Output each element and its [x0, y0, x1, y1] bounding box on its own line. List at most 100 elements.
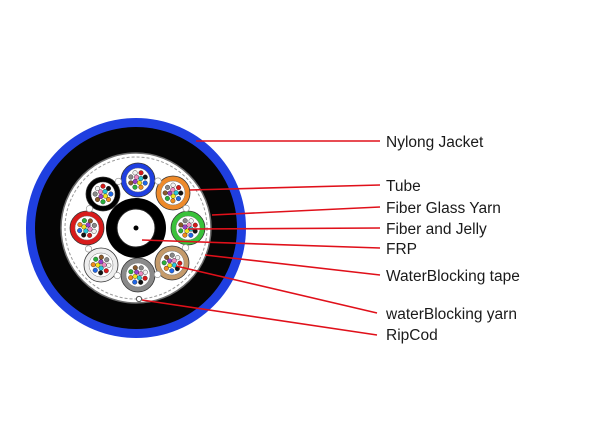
fiber [94, 197, 100, 203]
label-nylon-jacket: Nylong Jacket [386, 134, 484, 151]
fiber [87, 232, 93, 238]
fiber [167, 190, 173, 196]
fiber [103, 268, 109, 274]
fiber [90, 262, 96, 268]
waterblocking-yarn [84, 245, 93, 253]
label-tube: Tube [386, 178, 421, 195]
fiber [138, 265, 144, 271]
fiber [142, 174, 148, 180]
fiber [169, 268, 175, 274]
fiber [81, 218, 87, 224]
fiber [95, 262, 101, 268]
fiber [104, 257, 110, 263]
fiber [98, 254, 104, 260]
tube-jelly-green [175, 215, 201, 241]
fiber [101, 262, 107, 268]
fiber [142, 275, 148, 281]
tube-orange [155, 175, 191, 211]
fiber [108, 191, 114, 197]
label-waterblocking-yarn: waterBlocking yarn [385, 306, 517, 323]
fiber [87, 218, 93, 224]
leader-waterblocking-yarn [175, 265, 378, 314]
frp-center [133, 225, 139, 231]
fiber [164, 254, 170, 260]
fiber [171, 258, 177, 264]
tube-jelly-blue [125, 167, 151, 193]
fiber [98, 259, 104, 265]
fiber [169, 252, 175, 258]
tube-brown [154, 245, 190, 281]
fiber [100, 199, 106, 205]
label-fiber-and-jelly: Fiber and Jelly [386, 221, 487, 238]
fiber [98, 189, 104, 195]
fiber [87, 226, 93, 232]
fiber [182, 218, 188, 224]
fiber [138, 170, 144, 176]
fiber [91, 222, 97, 228]
fiber [92, 191, 98, 197]
fiber [134, 269, 140, 275]
fiber [176, 185, 182, 191]
fiber [182, 232, 188, 238]
fiber [98, 270, 104, 276]
tube-jelly-grey [125, 262, 151, 288]
fiber [85, 222, 91, 228]
component-labels: Nylong Jacket Tube Fiber Glass Yarn Fibe… [385, 134, 520, 344]
fiber [178, 228, 184, 234]
fiber [175, 255, 181, 261]
fiber [188, 232, 194, 238]
leader-frp [141, 239, 381, 249]
fiber [91, 228, 97, 234]
fiber [170, 182, 176, 188]
waterblocking-yarn [113, 272, 121, 280]
fiber [106, 185, 112, 191]
fiber [106, 197, 112, 203]
fiber [142, 180, 148, 186]
leader-lines [141, 140, 381, 336]
fiber [192, 222, 198, 228]
tube-green [170, 210, 206, 246]
tube-white [83, 247, 119, 283]
fiber [93, 256, 99, 262]
tube-blue [120, 162, 156, 198]
fiber [175, 196, 181, 202]
fiber [161, 260, 167, 266]
fiber [92, 267, 98, 273]
tube-red [69, 210, 105, 246]
loose-tubes [69, 162, 206, 293]
waterblocking-yarns [84, 177, 190, 280]
leader-fiber-and-jelly [187, 227, 381, 230]
fiber [106, 262, 112, 268]
waterblocking-yarn [114, 177, 122, 185]
fiber [162, 190, 168, 196]
fiber [128, 275, 134, 281]
fiber [173, 190, 179, 196]
tube-black [85, 176, 121, 212]
fiber [164, 195, 170, 201]
fiber [184, 228, 190, 234]
fiber [178, 190, 184, 196]
fiber [132, 265, 138, 271]
fiber [98, 193, 104, 199]
fiber [102, 193, 108, 199]
ripcord [135, 295, 143, 303]
fiber [167, 262, 173, 268]
waterblocking-yarn [182, 204, 190, 212]
fiber [81, 232, 87, 238]
fiber [132, 273, 138, 279]
waterblocking-yarn [154, 177, 162, 185]
fiber [134, 174, 140, 180]
fiber [167, 258, 173, 264]
leader-tube [189, 184, 381, 191]
fiber [142, 269, 148, 275]
fiber [138, 184, 144, 190]
label-frp: FRP [386, 241, 417, 258]
fiber [128, 180, 134, 186]
cable-cross-section [26, 118, 246, 338]
fiber [138, 279, 144, 285]
tube-jelly-red [74, 215, 100, 241]
label-ripcord: RipCod [386, 327, 438, 344]
fiber [94, 185, 100, 191]
label-fiber-glass-yarn: Fiber Glass Yarn [386, 200, 501, 217]
